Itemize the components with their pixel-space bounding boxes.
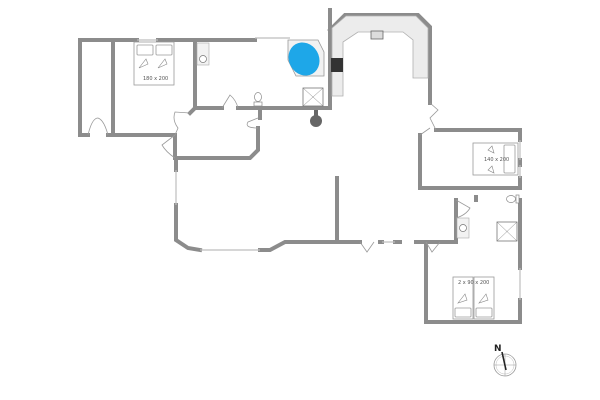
windows: [137, 37, 521, 300]
doors: [87, 94, 471, 253]
bed-180x200: 180 x 200: [133, 41, 175, 86]
kitchen-counter: [331, 15, 429, 97]
bed-size-label: 2 x 90 x 200: [458, 280, 489, 286]
bed-size-label: 140 x 200: [484, 157, 509, 163]
door-arc: [87, 117, 109, 136]
shower-icon: [496, 221, 518, 242]
bed-size-label: 180 x 200: [143, 76, 168, 82]
shower-icon: [302, 87, 324, 107]
stove-heater-icon: [310, 115, 322, 127]
sink-icon: [370, 30, 384, 40]
toilet-icon: [506, 194, 520, 204]
stove-icon: [331, 58, 343, 72]
spa-tub-icon: [288, 42, 320, 76]
washbasin-icon: [456, 217, 470, 239]
spa: [287, 39, 325, 77]
walls: [78, 8, 522, 324]
toilet-icon: [253, 92, 263, 107]
bed-140x200: 140 x 200: [472, 142, 519, 176]
compass-north-icon: N: [493, 344, 517, 377]
washbasin-icon: [196, 42, 210, 66]
bed-2x90x200: 2 x 90 x 200: [452, 276, 495, 320]
compass-label: N: [494, 344, 502, 354]
